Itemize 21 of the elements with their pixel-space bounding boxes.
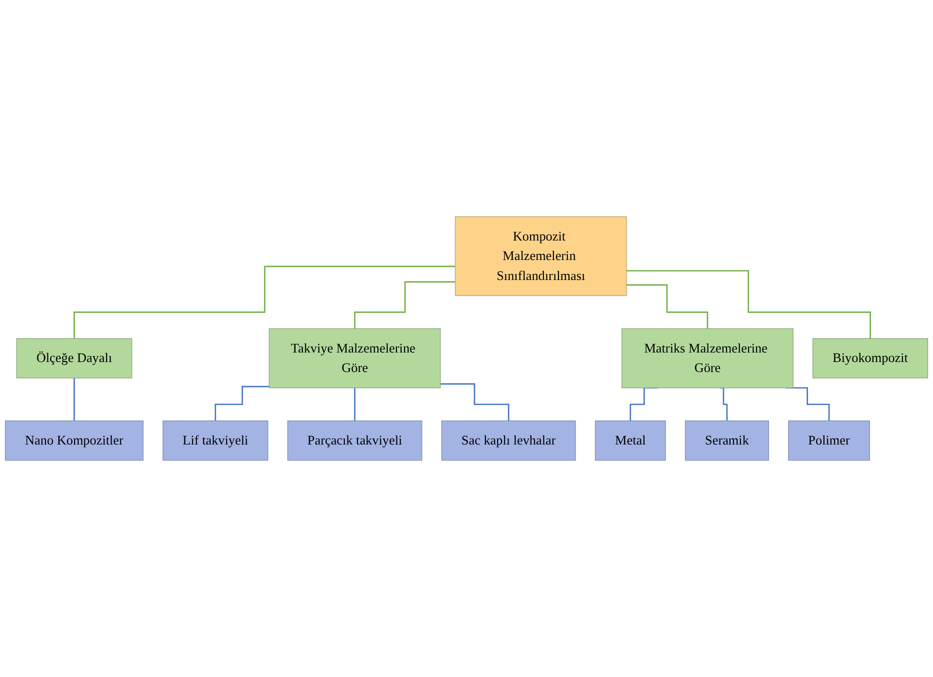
connector bbox=[74, 377, 75, 422]
connector bbox=[74, 266, 456, 340]
connector bbox=[440, 383, 510, 422]
node-box: Lif takviyeli bbox=[162, 420, 268, 461]
node-box: Biyokompozit bbox=[812, 338, 928, 378]
node-box: Seramik bbox=[684, 420, 769, 461]
node-box: Takviye Malzemelerine Göre bbox=[268, 328, 441, 388]
node-box: Matriks Malzemelerine Göre bbox=[622, 328, 794, 388]
connector bbox=[720, 387, 728, 422]
node-box: Ölçeğe Dayalı bbox=[16, 338, 132, 378]
connector bbox=[626, 284, 708, 330]
connector bbox=[626, 270, 871, 340]
connector bbox=[354, 281, 456, 330]
connector bbox=[354, 387, 356, 422]
node-box: Polimer bbox=[788, 420, 870, 461]
node-box: Kompozit Malzemelerin Sınıflandırılması bbox=[454, 216, 627, 296]
connector bbox=[214, 386, 270, 422]
node-box: Metal bbox=[594, 420, 666, 461]
node-box: Nano Kompozitler bbox=[4, 420, 144, 461]
node-box: Sac kaplı levhalar bbox=[441, 420, 576, 461]
node-box: Parçacık takviyeli bbox=[287, 420, 422, 461]
